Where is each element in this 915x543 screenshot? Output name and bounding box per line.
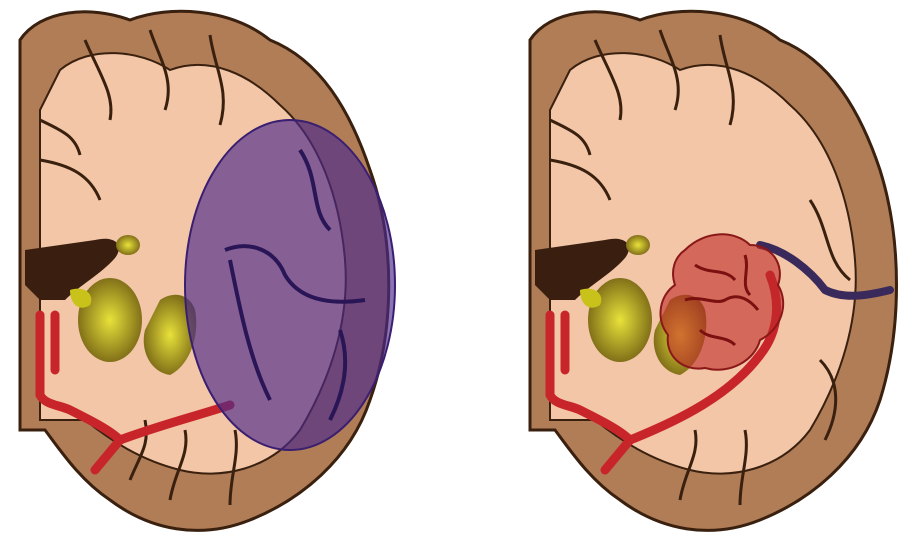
brain-section-left [0, 0, 420, 543]
brain-section-right [510, 0, 915, 543]
overlay-region [185, 120, 395, 450]
thalamus [78, 278, 142, 362]
thalamus [588, 278, 652, 362]
brain-section-left-svg [0, 0, 420, 543]
caudate-nucleus [626, 235, 650, 255]
caudate-nucleus [116, 235, 140, 255]
brain-section-right-svg [510, 0, 910, 543]
